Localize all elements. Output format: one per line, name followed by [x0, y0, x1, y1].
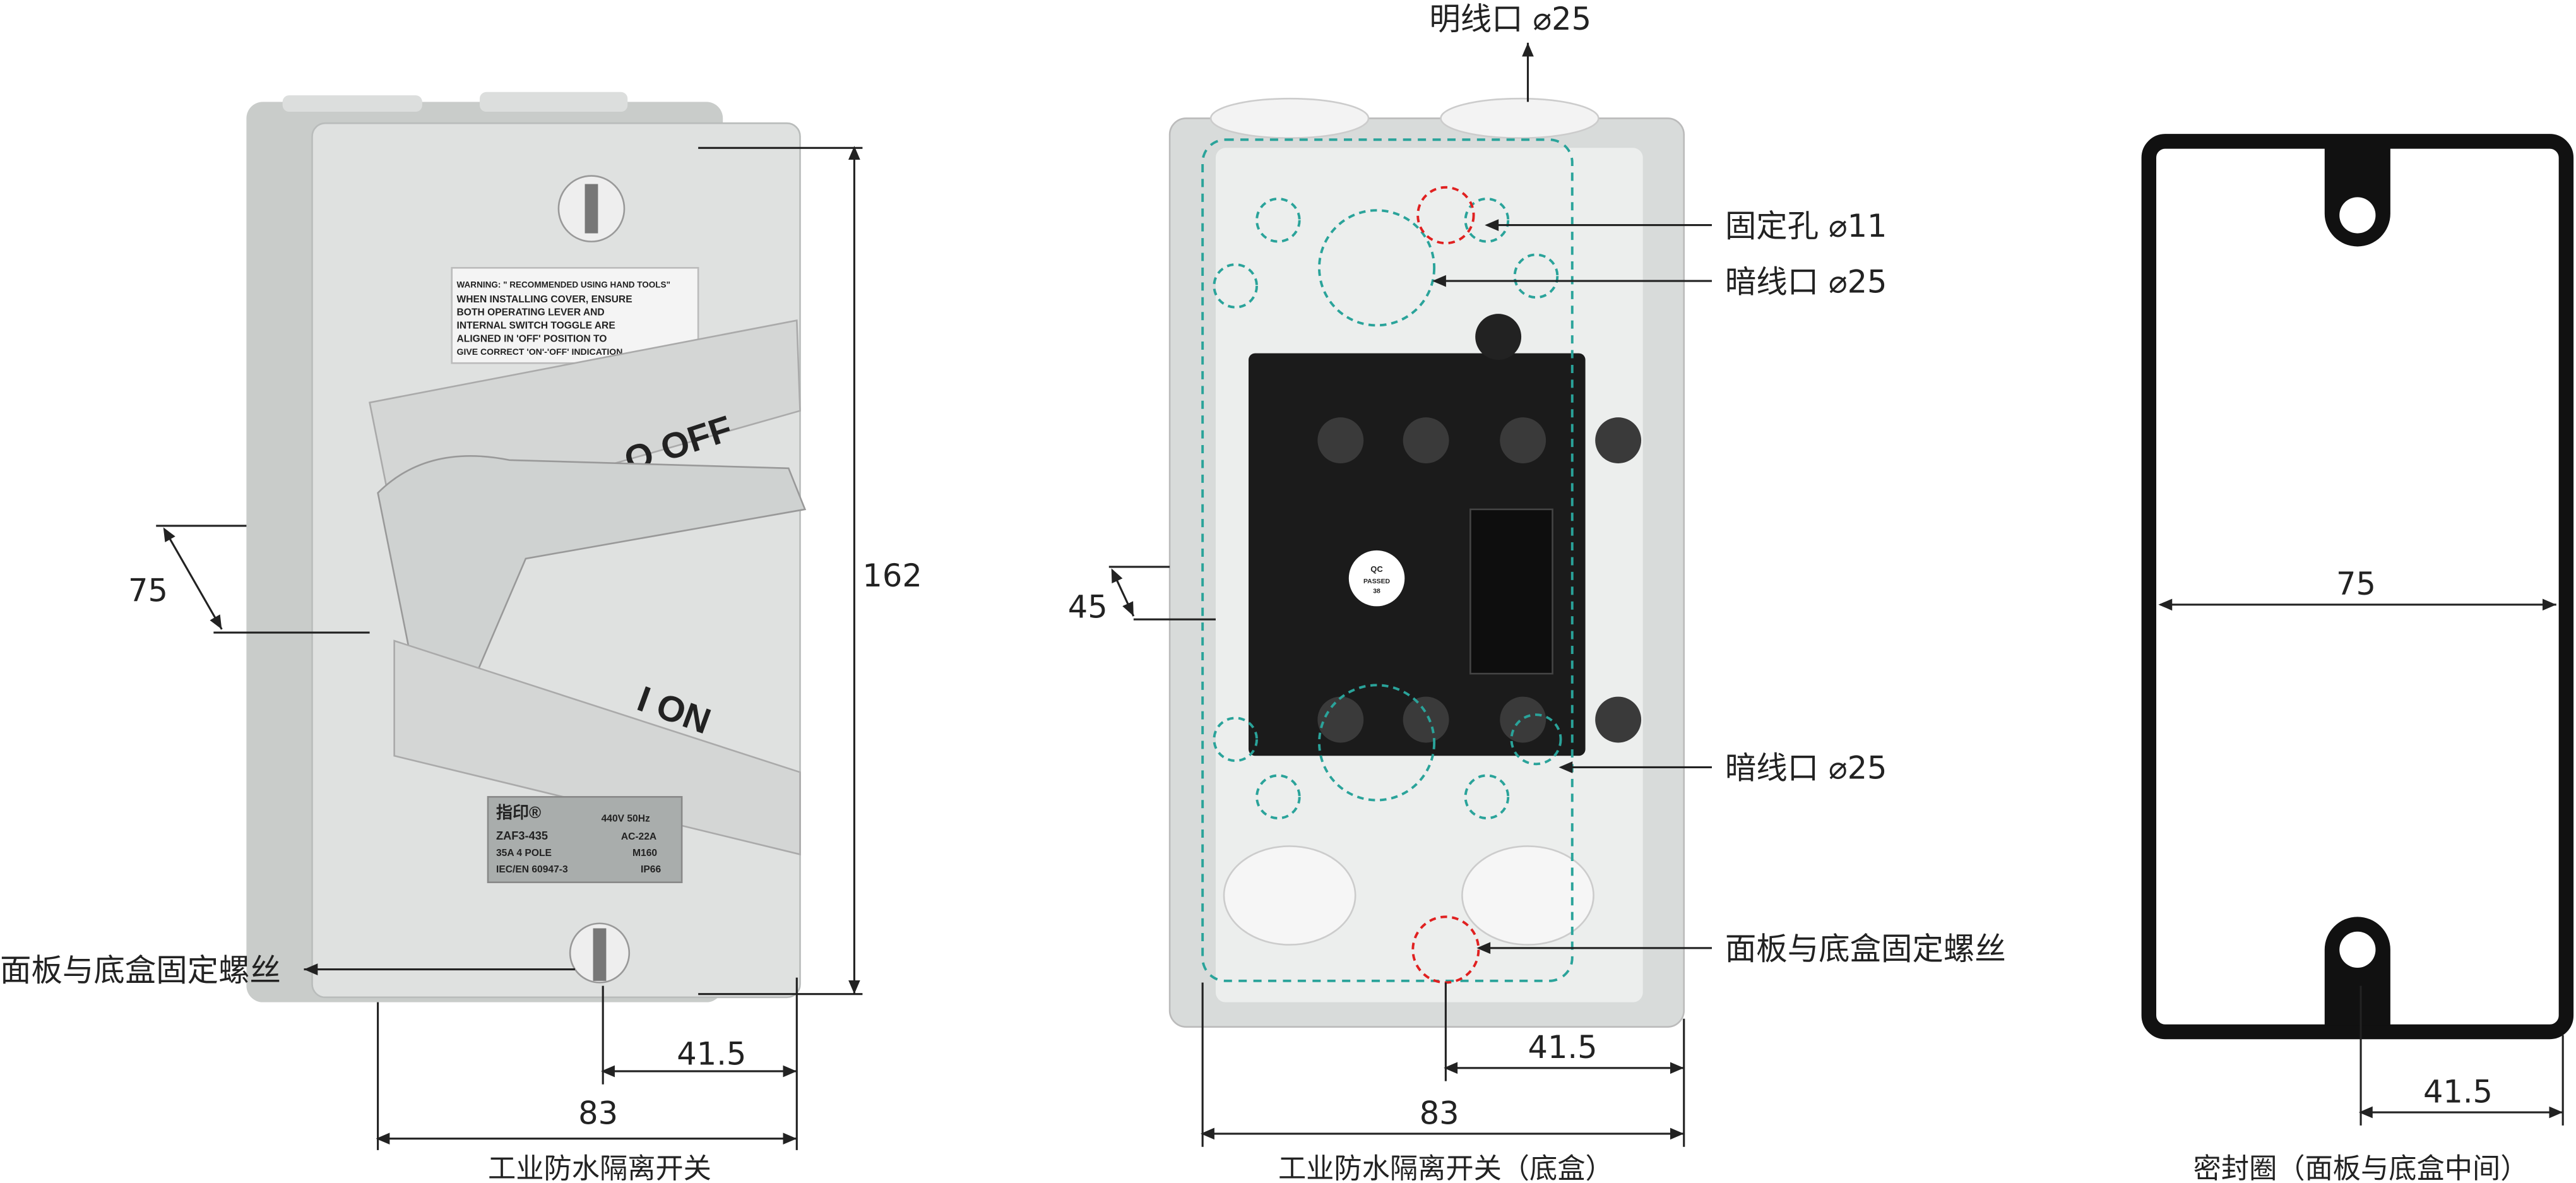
dim-width-label: 83: [1420, 1095, 1459, 1131]
middle-caption: 工业防水隔离开关（底盒）: [1278, 1153, 1613, 1183]
dim-depth-label: 45: [1068, 589, 1108, 626]
fixing-hole-bottom: [2339, 931, 2376, 968]
operating-lever[interactable]: [377, 455, 807, 675]
middle-base-box: QC PASSED 38: [1168, 97, 1685, 1028]
fixing-hole-marker: [1416, 186, 1475, 245]
thread: M160: [632, 848, 657, 859]
warning-line: WHEN INSTALLING COVER, ENSURE: [457, 294, 632, 305]
dim-width-label: 83: [578, 1095, 618, 1131]
category: AC-22A: [621, 831, 656, 842]
qc-text: QC: [1370, 564, 1383, 574]
qc-text: 38: [1373, 588, 1380, 595]
warning-line: INTERNAL SWITCH TOGGLE ARE: [457, 321, 615, 331]
dim-half-label: 41.5: [2423, 1073, 2493, 1110]
left-caption: 工业防水隔离开关: [488, 1153, 711, 1183]
qc-text: PASSED: [1363, 578, 1391, 585]
left-switch-device: WARNING: " RECOMMENDED USING HAND TOOLS"…: [246, 92, 807, 1002]
model: ZAF3-435: [496, 829, 548, 842]
concealed-wiring-upper-label: 暗线口 ⌀25: [1725, 263, 1887, 300]
qc-sticker: [1348, 550, 1405, 607]
dim-width-label: 75: [2336, 566, 2376, 602]
screw-callout: 面板与底盒固定螺丝: [1725, 930, 2006, 967]
middle-dimensions: 明线口 ⌀25 固定孔 ⌀11 暗线口 ⌀25 暗线口 ⌀25 面板与底盒固定螺…: [1068, 1, 2006, 1183]
warning-line: GIVE CORRECT 'ON'-'OFF' INDICATION: [457, 347, 623, 357]
fixing-hole-label: 固定孔 ⌀11: [1725, 208, 1887, 244]
fixing-hole-top: [2339, 197, 2376, 234]
warning-line: ALIGNED IN 'OFF' POSITION TO: [457, 333, 607, 344]
left-dimensions: 162 41.5 83 75 面板与底盒固定螺丝 工业防水隔离开关: [0, 146, 922, 1183]
concealed-wiring-lower-label: 暗线口 ⌀25: [1725, 750, 1887, 787]
dim-depth-label: 75: [128, 573, 168, 609]
voltage: 440V 50Hz: [602, 813, 650, 824]
dim-half-label: 41.5: [677, 1036, 746, 1073]
seal-ring: [2141, 134, 2574, 1040]
panel-outline: [1201, 138, 1574, 982]
dim-height-label: 162: [862, 557, 922, 594]
dim-half-label: 41.5: [1528, 1029, 1597, 1066]
current: 35A 4 POLE: [496, 848, 552, 859]
screw-callout: 面板与底盒固定螺丝: [0, 952, 281, 989]
ip-rating: IP66: [641, 864, 661, 875]
seal-caption: 密封圈（面板与底盒中间）: [2193, 1153, 2529, 1183]
rating-plate: [487, 796, 683, 883]
brand-logo: 指印®: [496, 803, 541, 822]
seal-dimensions: 75 41.5 密封圈（面板与底盒中间）: [2158, 566, 2564, 1183]
warning-title: WARNING: " RECOMMENDED USING HAND TOOLS": [457, 280, 670, 290]
warning-line: BOTH OPERATING LEVER AND: [457, 307, 605, 318]
open-wiring-label: 明线口 ⌀25: [1429, 1, 1591, 37]
standard: IEC/EN 60947-3: [496, 864, 568, 875]
